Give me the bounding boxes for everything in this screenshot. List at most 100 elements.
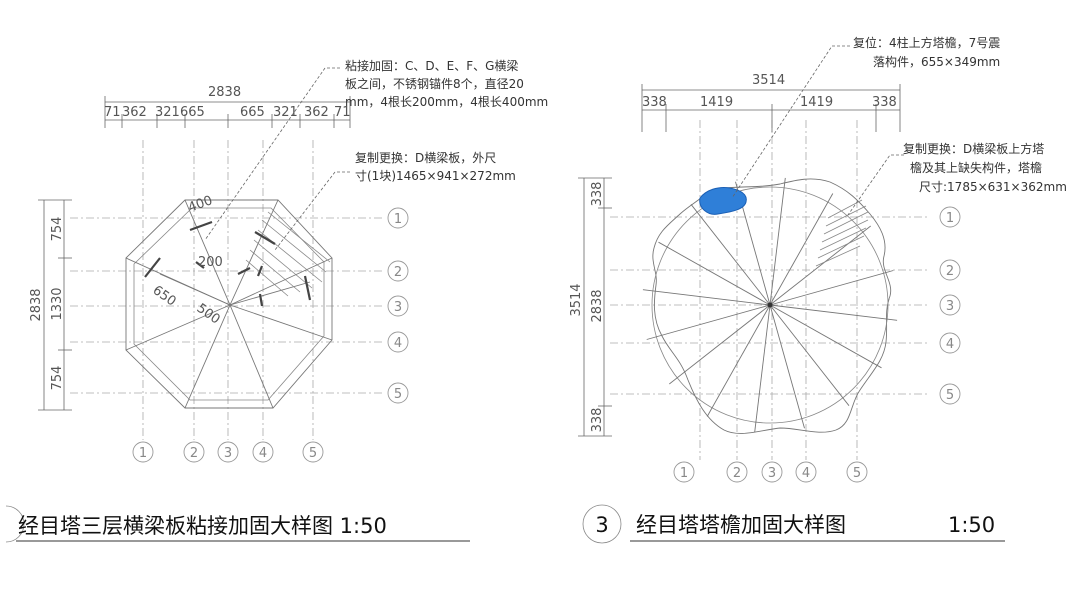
left-side-dim-total: 2838 (29, 288, 44, 321)
right-radial-line (754, 304, 771, 433)
left-octagon-outline (125, 199, 333, 409)
right-radial-line (769, 304, 805, 429)
right-radial-line (769, 304, 850, 406)
right-row-axis-5: 5 (946, 388, 954, 403)
right-note-replace: 复制更换：D横梁板上方塔 檐及其上缺失构件，塔檐 尺寸:1785×631×362… (903, 141, 1067, 194)
left-top-dimension: 2838 71 362 321 665 665 321 362 71 (104, 85, 351, 128)
right-note2-line3: 尺寸:1785×631×362mm (919, 180, 1067, 194)
right-title-scale: 1:50 (948, 513, 995, 537)
left-row-axis-5: 5 (394, 387, 402, 402)
right-top-dim-total: 3514 (752, 73, 785, 88)
right-radial-line (769, 304, 882, 369)
right-radial-line (706, 304, 771, 417)
left-note1-line2: 板之间，不锈钢锚件8个，直径20 (345, 76, 524, 91)
left-side-dimension: 2838 754 1330 754 (29, 199, 72, 411)
right-eave-outline (652, 178, 892, 434)
left-note2-line1: 复制更换：D横梁板，外尺 (355, 150, 496, 165)
right-radial-line (669, 304, 771, 385)
right-hatch-area (815, 199, 869, 267)
left-top-dim-7: 362 (304, 105, 329, 120)
right-detail-drawing: 3514 338 1419 1419 338 3514 2838 338 338… (569, 35, 1067, 544)
right-row-axis-bubbles: 1 2 3 4 5 (939, 206, 961, 405)
right-radial-line (769, 177, 786, 306)
right-col-axis-2: 2 (733, 466, 741, 481)
left-top-dim-3: 321 (155, 105, 180, 120)
left-detail-drawing: 400 200 650 500 2838 71 362 321 665 665 … (5, 58, 548, 543)
left-side-dim-2: 1330 (50, 287, 65, 320)
left-top-dim-total: 2838 (208, 85, 241, 100)
left-inner-label-4: 500 (194, 301, 223, 328)
right-radial-line (642, 289, 771, 306)
left-top-dim-1: 71 (104, 105, 121, 120)
left-row-axis-bubbles: 1 2 3 4 5 (387, 207, 409, 404)
left-col-axis-1: 1 (139, 446, 147, 461)
right-radial-line (658, 241, 771, 306)
left-title: 经目塔三层横梁板粘接加固大样图 1:50 (18, 514, 387, 538)
left-note2-leader (274, 171, 350, 251)
right-side-dimension: 3514 2838 338 338 (569, 177, 612, 437)
left-note2-line2: 寸(1块)1465×941×272mm (355, 169, 516, 183)
left-steel-anchors (144, 220, 312, 307)
left-note-anchors: 粘接加固：C、D、E、F、G横梁 板之间，不锈钢锚件8个，直径20 mm，4根长… (345, 58, 548, 109)
left-col-axis-4: 4 (259, 446, 267, 461)
right-column-axis-bubbles: 1 2 3 4 5 (673, 461, 868, 483)
right-radial-line (769, 304, 898, 321)
left-inner-label-1: 400 (186, 193, 214, 216)
right-top-dim-2: 1419 (700, 95, 733, 110)
right-row-axis-4: 4 (946, 337, 954, 352)
left-top-dim-2: 362 (122, 105, 147, 120)
right-note1-leader (731, 45, 850, 199)
left-column-axis-bubbles: 1 2 3 4 5 (132, 441, 324, 463)
right-top-dim-3: 1419 (800, 95, 833, 110)
right-radial-line (769, 225, 871, 306)
right-radial-line (690, 204, 771, 306)
left-col-axis-2: 2 (190, 446, 198, 461)
left-row-axis-1: 1 (394, 212, 402, 227)
left-radial-lines (125, 199, 333, 409)
left-side-dim-1: 754 (50, 217, 65, 242)
right-row-axis-2: 2 (946, 264, 954, 279)
right-radial-line (769, 270, 894, 306)
right-note1-line2: 落构件，655×349mm (873, 54, 1000, 69)
right-row-axis-1: 1 (946, 211, 954, 226)
right-top-dim-4: 338 (872, 95, 897, 110)
right-radial-line (769, 193, 834, 306)
left-row-axis-2: 2 (394, 265, 402, 280)
right-title: 经目塔塔檐加固大样图 (636, 513, 846, 537)
right-side-dim-total: 3514 (569, 283, 584, 316)
left-note1-leader (204, 67, 340, 241)
left-note-replace: 复制更换：D横梁板，外尺 寸(1块)1465×941×272mm (355, 150, 516, 183)
right-side-dim-mid: 2838 (590, 289, 605, 322)
right-note2-line1: 复制更换：D横梁板上方塔 (903, 141, 1044, 156)
left-top-dim-5: 665 (240, 105, 265, 120)
left-row-axis-3: 3 (394, 300, 402, 315)
left-top-dim-8: 71 (334, 105, 351, 120)
left-col-axis-3: 3 (224, 446, 232, 461)
left-title-circle-partial (5, 505, 25, 543)
right-note1-line1: 复位：4柱上方塔檐，7号震 (853, 35, 1000, 50)
right-col-axis-4: 4 (802, 466, 810, 481)
left-hatch-area (245, 211, 331, 297)
right-note2-leader (847, 154, 904, 216)
left-note1-line1: 粘接加固：C、D、E、F、G横梁 (345, 58, 518, 73)
left-inner-label-3: 650 (150, 283, 179, 310)
right-relocated-component-highlight (699, 187, 747, 215)
left-inner-label-2: 200 (198, 255, 223, 270)
right-note-relocate: 复位：4柱上方塔檐，7号震 落构件，655×349mm (853, 35, 1000, 69)
right-col-axis-5: 5 (853, 466, 861, 481)
right-top-dim-1: 338 (642, 95, 667, 110)
right-title-circle (582, 504, 622, 544)
right-center-point (767, 302, 773, 308)
right-top-dimension: 3514 338 1419 1419 338 (641, 73, 901, 132)
right-col-axis-1: 1 (680, 466, 688, 481)
right-side-dim-1: 338 (590, 182, 605, 207)
left-side-dim-3: 754 (50, 366, 65, 391)
left-top-dim-6: 321 (273, 105, 298, 120)
right-row-axis-3: 3 (946, 299, 954, 314)
right-inner-circle (651, 186, 889, 424)
right-side-dim-2: 338 (590, 408, 605, 433)
right-col-axis-3: 3 (768, 466, 776, 481)
left-top-dim-4: 665 (180, 105, 205, 120)
